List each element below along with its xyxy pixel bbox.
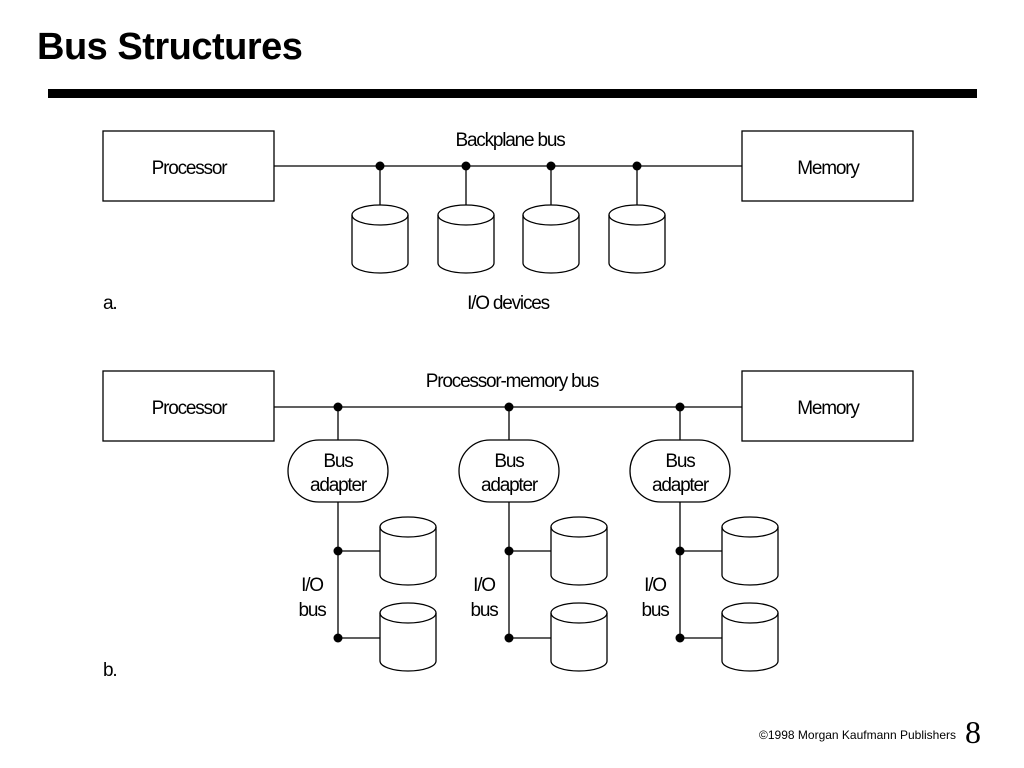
disk-icon	[379, 516, 437, 586]
bus-junction-dot	[504, 402, 514, 412]
disk-icon	[522, 204, 580, 274]
backplane-bus-label: Backplane bus	[455, 130, 565, 151]
bus-adapter-label-line2: adapter	[310, 475, 368, 496]
disk-icon	[721, 516, 779, 586]
memory-label-b: Memory	[797, 398, 860, 419]
disk-icon	[379, 602, 437, 672]
disk-icon	[437, 204, 495, 274]
io-device-a-2	[437, 161, 495, 274]
bus-adapter-group-3: Bus adapter I/O bus	[629, 402, 779, 672]
io-device-a-3	[522, 161, 580, 274]
bus-junction-dot	[632, 161, 642, 171]
slide-title: Bus Structures	[37, 26, 303, 68]
processor-memory-bus-label: Processor-memory bus	[426, 371, 599, 392]
disk-icon	[550, 516, 608, 586]
bus-adapter-label-line2: adapter	[481, 475, 539, 496]
processor-box-b	[102, 370, 275, 442]
io-bus-label-line1: I/O	[301, 575, 323, 596]
bus-junction-dot	[333, 402, 343, 412]
bus-junction-dot	[333, 633, 343, 643]
bus-adapter-label-line1: Bus	[323, 451, 353, 472]
bus-junction-dot	[375, 161, 385, 171]
bus-adapter-label-line1: Bus	[665, 451, 695, 472]
disk-icon	[550, 602, 608, 672]
bus-adapter-label-line2: adapter	[652, 475, 710, 496]
io-bus-label-line1: I/O	[473, 575, 495, 596]
io-device-a-1	[351, 161, 409, 274]
memory-box-b	[741, 370, 914, 442]
processor-box-a	[102, 130, 275, 202]
bus-junction-dot	[461, 161, 471, 171]
bus-junction-dot	[675, 633, 685, 643]
io-bus-label-line1: I/O	[644, 575, 666, 596]
diagram-a-label: a.	[103, 293, 116, 314]
bus-junction-dot	[675, 402, 685, 412]
page-number: 8	[965, 714, 981, 750]
io-device-a-4	[608, 161, 666, 274]
memory-box-a	[741, 130, 914, 202]
diagram-b-label: b.	[103, 660, 116, 681]
title-rule	[48, 89, 977, 98]
disk-icon	[721, 602, 779, 672]
copyright-footer: ©1998 Morgan Kaufmann Publishers	[759, 728, 956, 742]
diagram-b: Processor Memory Processor-memory bus Bu…	[102, 370, 914, 681]
memory-label-a: Memory	[797, 158, 860, 179]
io-devices-label: I/O devices	[467, 293, 550, 314]
diagram-a: Processor Memory Backplane bus I/O devic…	[102, 130, 914, 314]
bus-adapter-label-line1: Bus	[494, 451, 524, 472]
bus-junction-dot	[675, 546, 685, 556]
io-bus-label-line2: bus	[298, 600, 326, 621]
disk-icon	[608, 204, 666, 274]
io-bus-label-line2: bus	[470, 600, 498, 621]
disk-icon	[351, 204, 409, 274]
io-bus-label-line2: bus	[641, 600, 669, 621]
bus-junction-dot	[333, 546, 343, 556]
processor-label-b: Processor	[152, 398, 229, 419]
processor-label-a: Processor	[152, 158, 229, 179]
bus-junction-dot	[546, 161, 556, 171]
bus-junction-dot	[504, 546, 514, 556]
bus-junction-dot	[504, 633, 514, 643]
bus-adapter-group-2: Bus adapter I/O bus	[458, 402, 608, 672]
bus-adapter-group-1: Bus adapter I/O bus	[287, 402, 437, 672]
